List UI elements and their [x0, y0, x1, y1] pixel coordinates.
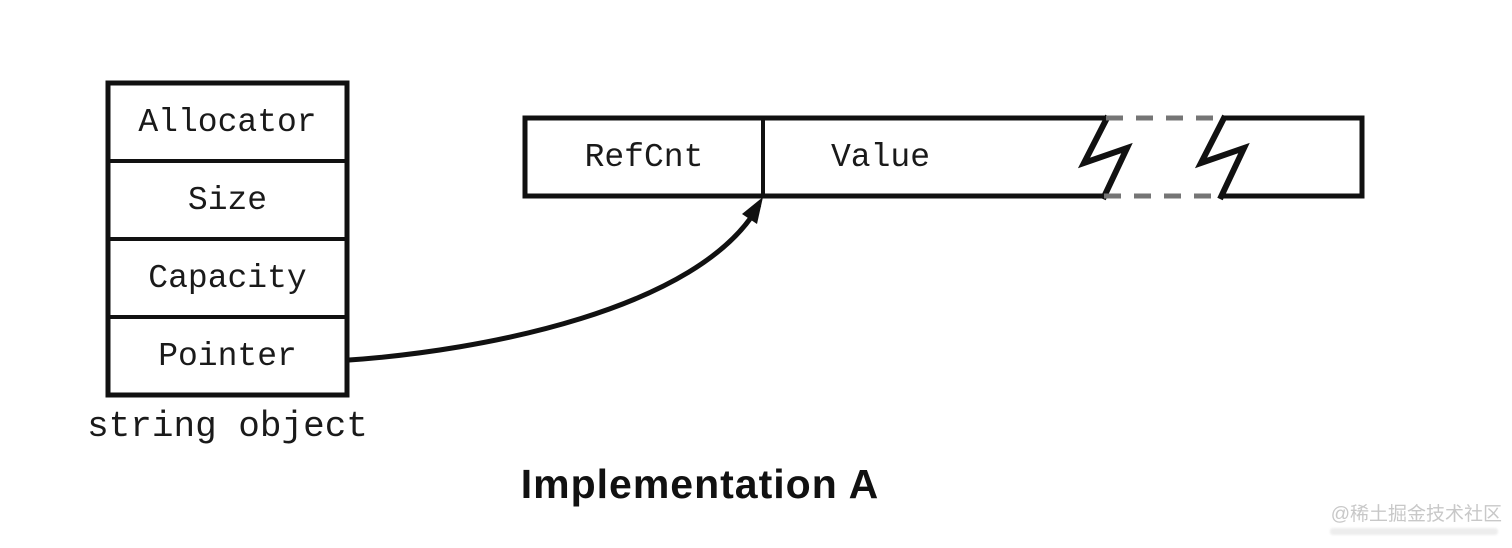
break-zigzag-right — [1194, 114, 1250, 201]
watermark-subtext-blur — [1330, 528, 1498, 535]
figure-title: Implementation A — [520, 460, 880, 507]
field-capacity: Capacity — [148, 259, 307, 297]
watermark-text: @稀土掘金技术社区 — [1330, 504, 1502, 525]
solid-lines — [105, 80, 1365, 398]
pointer-arrowhead — [742, 197, 763, 224]
heap-box-right-outline — [1221, 115, 1365, 199]
field-size: Size — [187, 181, 268, 219]
field-pointer: Pointer — [158, 337, 297, 375]
heap-cell-value: Value — [830, 138, 931, 176]
heap-cell-refcnt: RefCnt — [584, 138, 704, 176]
field-allocator: Allocator — [138, 103, 317, 141]
break-zigzag-left — [1077, 114, 1133, 201]
string-object-caption: string object — [87, 405, 368, 447]
break-dashed-lines — [1104, 115, 1226, 199]
pointer-arrow-curve — [348, 203, 762, 363]
heap-box-left-outline — [522, 115, 1106, 199]
